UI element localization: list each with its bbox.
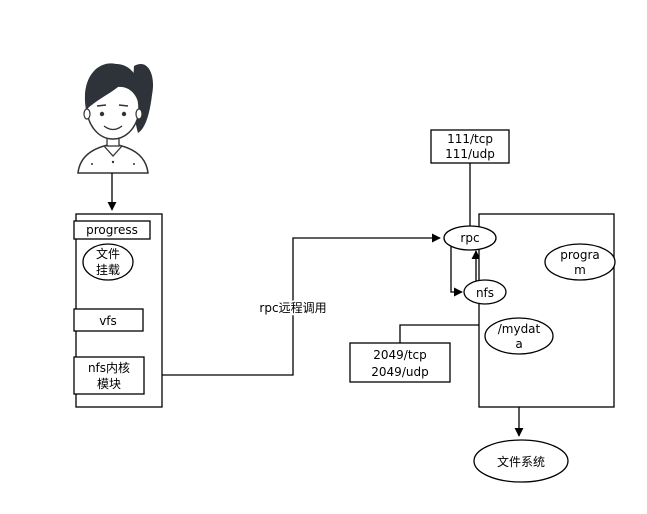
- mydata-label-line1: /mydat: [498, 322, 541, 336]
- rpc-label: rpc: [460, 231, 479, 245]
- program-node: [544, 243, 616, 281]
- program-label-line1: progra: [560, 248, 600, 262]
- file-mount-node: [82, 243, 134, 281]
- edge-rpc-to-nfs: [450, 246, 463, 297]
- port-2049-box: [349, 342, 451, 383]
- mydata-label-line2: a: [515, 337, 522, 351]
- file-mount-label-line2: 挂载: [96, 263, 120, 277]
- nfs-label: nfs: [476, 286, 494, 300]
- filesystem-node: [473, 439, 569, 483]
- nfs-kernel-label-line1: nfs内核: [88, 361, 130, 375]
- rpc-node: [443, 225, 497, 251]
- progress-box: [73, 220, 151, 240]
- port-111-udp-label: 111/udp: [445, 147, 495, 161]
- mydata-node: [484, 317, 554, 355]
- port-111-tcp-label: 111/tcp: [447, 132, 493, 146]
- progress-label: progress: [86, 223, 138, 237]
- port-111-box: [430, 129, 510, 164]
- nfs-node: [463, 279, 507, 305]
- edge-port2049-to-nfs: [399, 304, 481, 343]
- rpc-call-label: rpc远程调用: [259, 300, 326, 315]
- program-label-line2: m: [574, 263, 586, 277]
- port-2049-tcp-label: 2049/tcp: [373, 348, 427, 362]
- port-2049-udp-label: 2049/udp: [371, 365, 428, 379]
- user-avatar-icon: [77, 63, 154, 174]
- vfs-label: vfs: [99, 314, 117, 328]
- file-mount-label-line1: 文件: [96, 246, 120, 261]
- vfs-box: [73, 308, 144, 332]
- edge-rpc-call: [144, 233, 441, 376]
- filesystem-label: 文件系统: [497, 454, 545, 469]
- nfs-kernel-box: [73, 356, 145, 395]
- server-container: [478, 213, 615, 408]
- nfs-kernel-label-line2: 模块: [97, 377, 121, 391]
